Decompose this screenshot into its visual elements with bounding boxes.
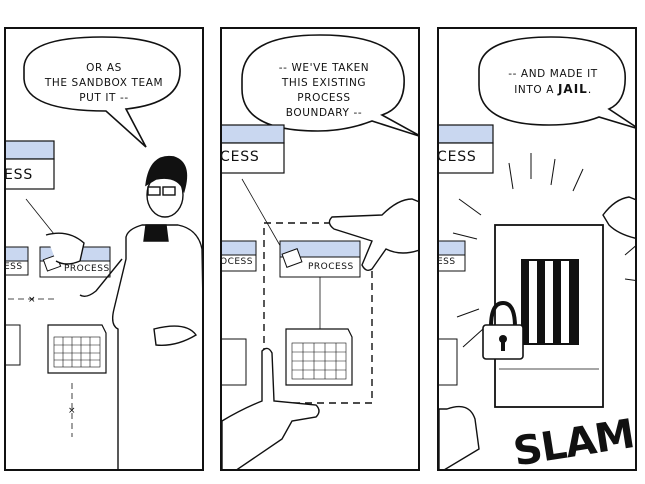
panel-3-caption: -- AND MADE IT INTO A JAIL. — [508, 68, 598, 96]
speech-bubble — [478, 36, 635, 129]
panel-1: × × OR AS THE SANDBOX TEAM PUT IT -- ES — [4, 27, 204, 471]
svg-text:×: × — [68, 406, 76, 416]
panel-2-caption: -- WE'VE TAKEN THIS EXISTING PROCESS BOU… — [278, 62, 370, 119]
panel-1-caption: OR AS THE SANDBOX TEAM PUT IT -- — [44, 62, 164, 104]
svg-text:×: × — [28, 295, 36, 305]
speech-bubble — [23, 36, 181, 148]
left-process-label: ESS — [437, 257, 456, 267]
speech-bubble — [241, 34, 418, 137]
process-label: PROCESS — [308, 262, 354, 272]
top-process-label: CESS — [437, 149, 477, 165]
left-process-label: ESS — [4, 262, 23, 272]
process-label: PROCESS — [64, 264, 110, 274]
panel-3-art — [439, 36, 635, 469]
top-process-label: ESS — [4, 167, 34, 183]
panel-2-art — [222, 34, 418, 469]
panel-1-art: × × — [6, 36, 202, 469]
left-process-label: OCESS — [220, 257, 253, 267]
window-body — [6, 158, 55, 190]
padlock-icon — [489, 300, 517, 328]
chip-icon — [281, 248, 303, 268]
window-titlebar — [6, 140, 55, 160]
person-figure — [45, 155, 202, 469]
panel-2: -- WE'VE TAKEN THIS EXISTING PROCESS BOU… — [220, 27, 420, 471]
panel-3: -- AND MADE IT INTO A JAIL. CESS ESS SLA… — [437, 27, 637, 471]
top-process-label: CESS — [220, 149, 260, 165]
hands-figure — [439, 196, 635, 469]
jail-emphasis: JAIL — [557, 82, 588, 96]
hands-figure — [222, 198, 418, 469]
process-boundary — [263, 222, 373, 404]
